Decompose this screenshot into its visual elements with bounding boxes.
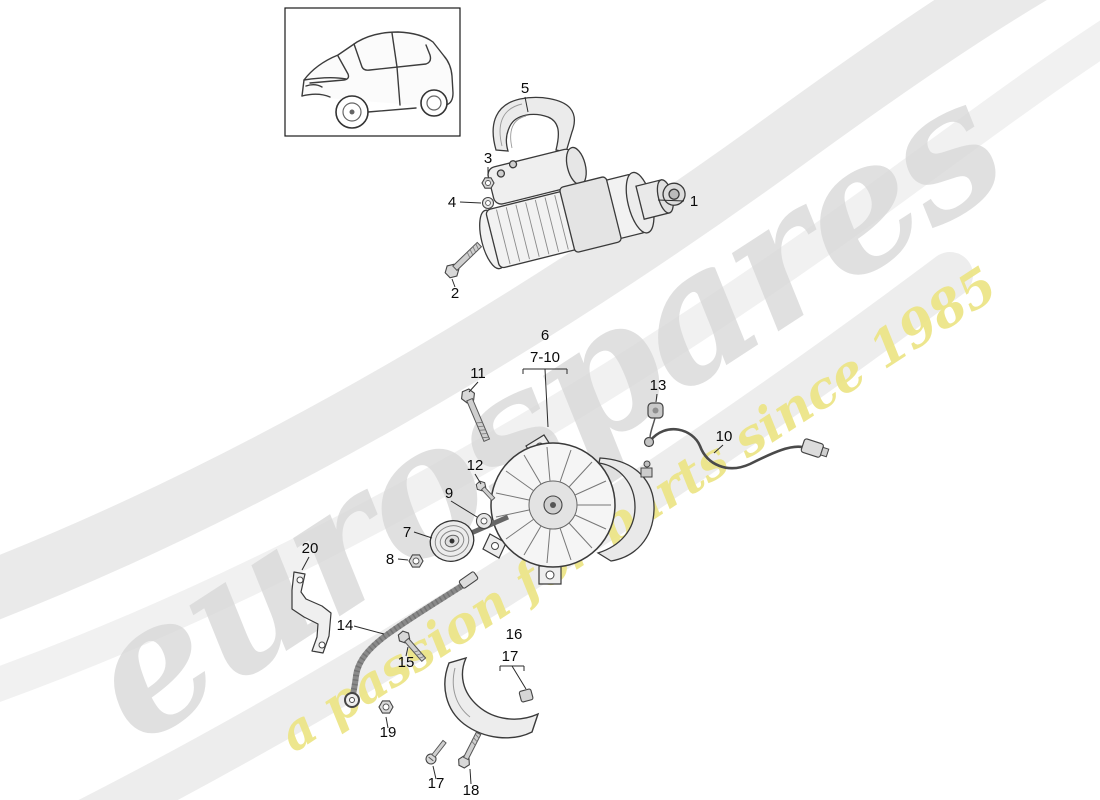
callout-19[interactable]: 19 <box>380 724 397 741</box>
washer-4-drawing <box>481 196 495 210</box>
callout-20[interactable]: 20 <box>302 540 319 557</box>
callout-6[interactable]: 6 <box>541 327 549 344</box>
bolt-11-drawing <box>460 388 491 443</box>
callout-16[interactable]: 16 <box>506 626 523 643</box>
heat-shield-5-drawing <box>492 96 576 153</box>
screw-17-drawing <box>425 739 447 765</box>
callout-15[interactable]: 15 <box>398 654 415 671</box>
bolt-18-drawing <box>458 731 482 769</box>
callout-7-10[interactable]: 7-10 <box>530 349 560 366</box>
nut-19-drawing <box>378 700 394 714</box>
callout-2[interactable]: 2 <box>451 285 459 302</box>
alternator-drawing <box>461 434 655 585</box>
callout-13[interactable]: 13 <box>650 377 667 394</box>
leader-lines <box>301 96 724 785</box>
callout-8[interactable]: 8 <box>386 551 394 568</box>
callout-10[interactable]: 10 <box>716 428 733 445</box>
washer-9-drawing <box>475 512 493 530</box>
callout-5[interactable]: 5 <box>521 80 529 97</box>
bracket-20-drawing <box>291 571 332 654</box>
callout-1[interactable]: 1 <box>690 193 698 210</box>
callout-12[interactable]: 12 <box>467 457 484 474</box>
nut-8-drawing <box>408 554 424 568</box>
callout-11[interactable]: 11 <box>470 365 486 382</box>
vehicle-thumbnail[interactable] <box>284 7 461 137</box>
pulley-7-drawing <box>429 520 475 562</box>
alternator-fins <box>495 446 611 564</box>
nut-3-drawing <box>481 177 495 189</box>
harness-10-drawing <box>643 427 830 470</box>
bolt-12-drawing <box>475 480 496 502</box>
callout-9[interactable]: 9 <box>445 485 453 502</box>
callout-14[interactable]: 14 <box>337 617 354 634</box>
starter-motor-drawing <box>479 146 686 270</box>
cayenne-outline-drawing <box>301 31 454 113</box>
callout-7[interactable]: 7 <box>403 524 411 541</box>
wheels-drawing <box>335 89 448 129</box>
callout-17-screw[interactable]: 17 <box>428 775 445 792</box>
callout-4[interactable]: 4 <box>448 194 456 211</box>
callout-17-clip[interactable]: 17 <box>502 648 519 665</box>
bolt-15-drawing <box>397 630 427 662</box>
callout-18[interactable]: 18 <box>463 782 480 799</box>
ground-cable-14-drawing <box>344 571 479 708</box>
grommet-13-drawing <box>647 402 664 439</box>
clip-17-drawing <box>518 688 534 703</box>
cover-16-drawing <box>444 656 540 739</box>
callout-3[interactable]: 3 <box>484 150 492 167</box>
callouts: 5 3 4 1 2 6 7-10 11 13 10 12 9 7 8 20 14… <box>302 80 733 799</box>
bolt-2-drawing <box>444 241 483 279</box>
